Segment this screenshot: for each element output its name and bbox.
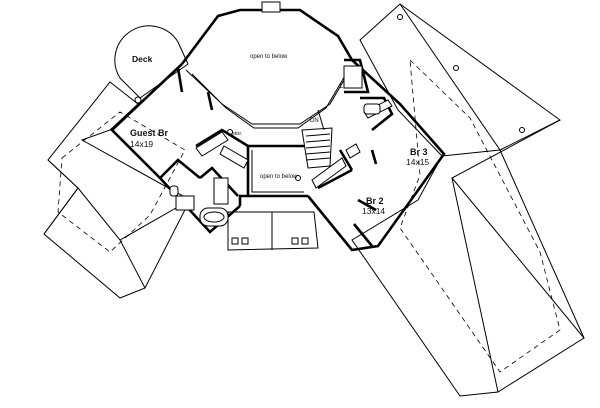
- laundry-label: L: [340, 84, 344, 90]
- interior-walls: [159, 58, 394, 247]
- bedroom-3-name: Br 3: [410, 147, 428, 157]
- right-roof-wing: [351, 3, 585, 397]
- bedroom-3-size: 14x15: [406, 157, 429, 167]
- deck-label: Deck: [132, 54, 153, 64]
- bedroom-2-size: 13x14: [362, 206, 385, 216]
- deck: [114, 25, 189, 104]
- left-roof-wing: [43, 81, 191, 299]
- stair-down-label: DN: [310, 118, 319, 124]
- open-to-below-middle-label: open to below: [260, 174, 298, 180]
- closet-hatching: [195, 99, 393, 189]
- bath-fixtures: [169, 65, 381, 227]
- staircase: [301, 109, 333, 169]
- open-to-below-top-label: open to below: [250, 54, 288, 60]
- storage-label: stor.: [232, 131, 243, 137]
- guest-bedroom-name: Guest Br: [130, 128, 169, 138]
- bedroom-2-name: Br 2: [366, 196, 384, 206]
- guest-bedroom-size: 14x19: [130, 139, 153, 149]
- bottom-roof-element: [227, 211, 319, 251]
